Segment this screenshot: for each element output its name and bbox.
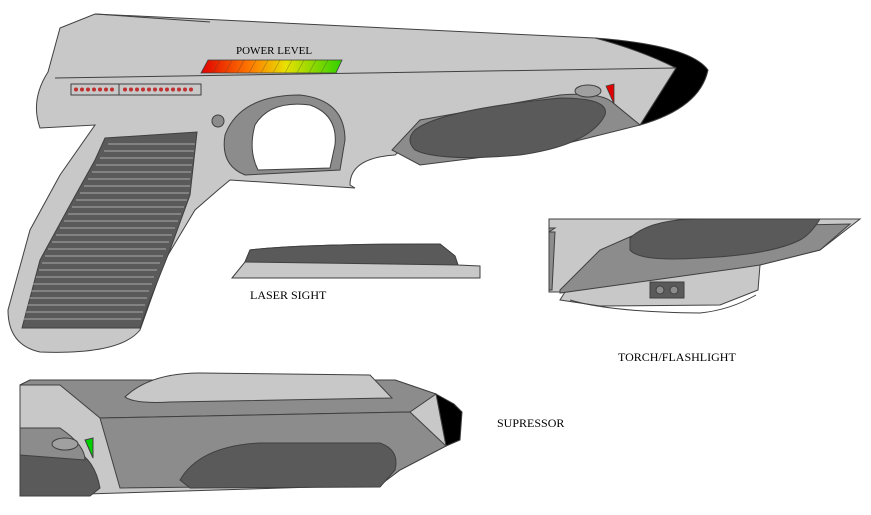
- muzzle-cap: [594, 37, 709, 126]
- power-level-label: POWER LEVEL: [236, 45, 313, 57]
- front-grip-pad: [409, 97, 606, 159]
- torch-attachment: [548, 218, 862, 314]
- red-indicator: [605, 83, 615, 105]
- supressor-attachment: [19, 372, 463, 497]
- grip-ridges: [24, 143, 195, 320]
- laser-sight: [230, 243, 481, 279]
- led-dots: [74, 87, 193, 92]
- torch-label: TORCH/FLASHLIGHT: [618, 350, 736, 364]
- top-ridge: [94, 13, 211, 23]
- rear-vent: [574, 84, 602, 98]
- power-bar-segments: [212, 59, 329, 74]
- frame-screw: [211, 114, 225, 128]
- pistol-main: [7, 13, 709, 353]
- laser-sight-label: LASER SIGHT: [250, 288, 327, 302]
- power-level-bar: [200, 59, 343, 74]
- trigger-opening: [251, 103, 336, 171]
- grip-plate: [21, 131, 198, 329]
- green-indicator: [84, 437, 94, 459]
- supressor-label: SUPRESSOR: [497, 416, 565, 430]
- pistol-body: [7, 13, 677, 353]
- body-seam: [54, 67, 676, 79]
